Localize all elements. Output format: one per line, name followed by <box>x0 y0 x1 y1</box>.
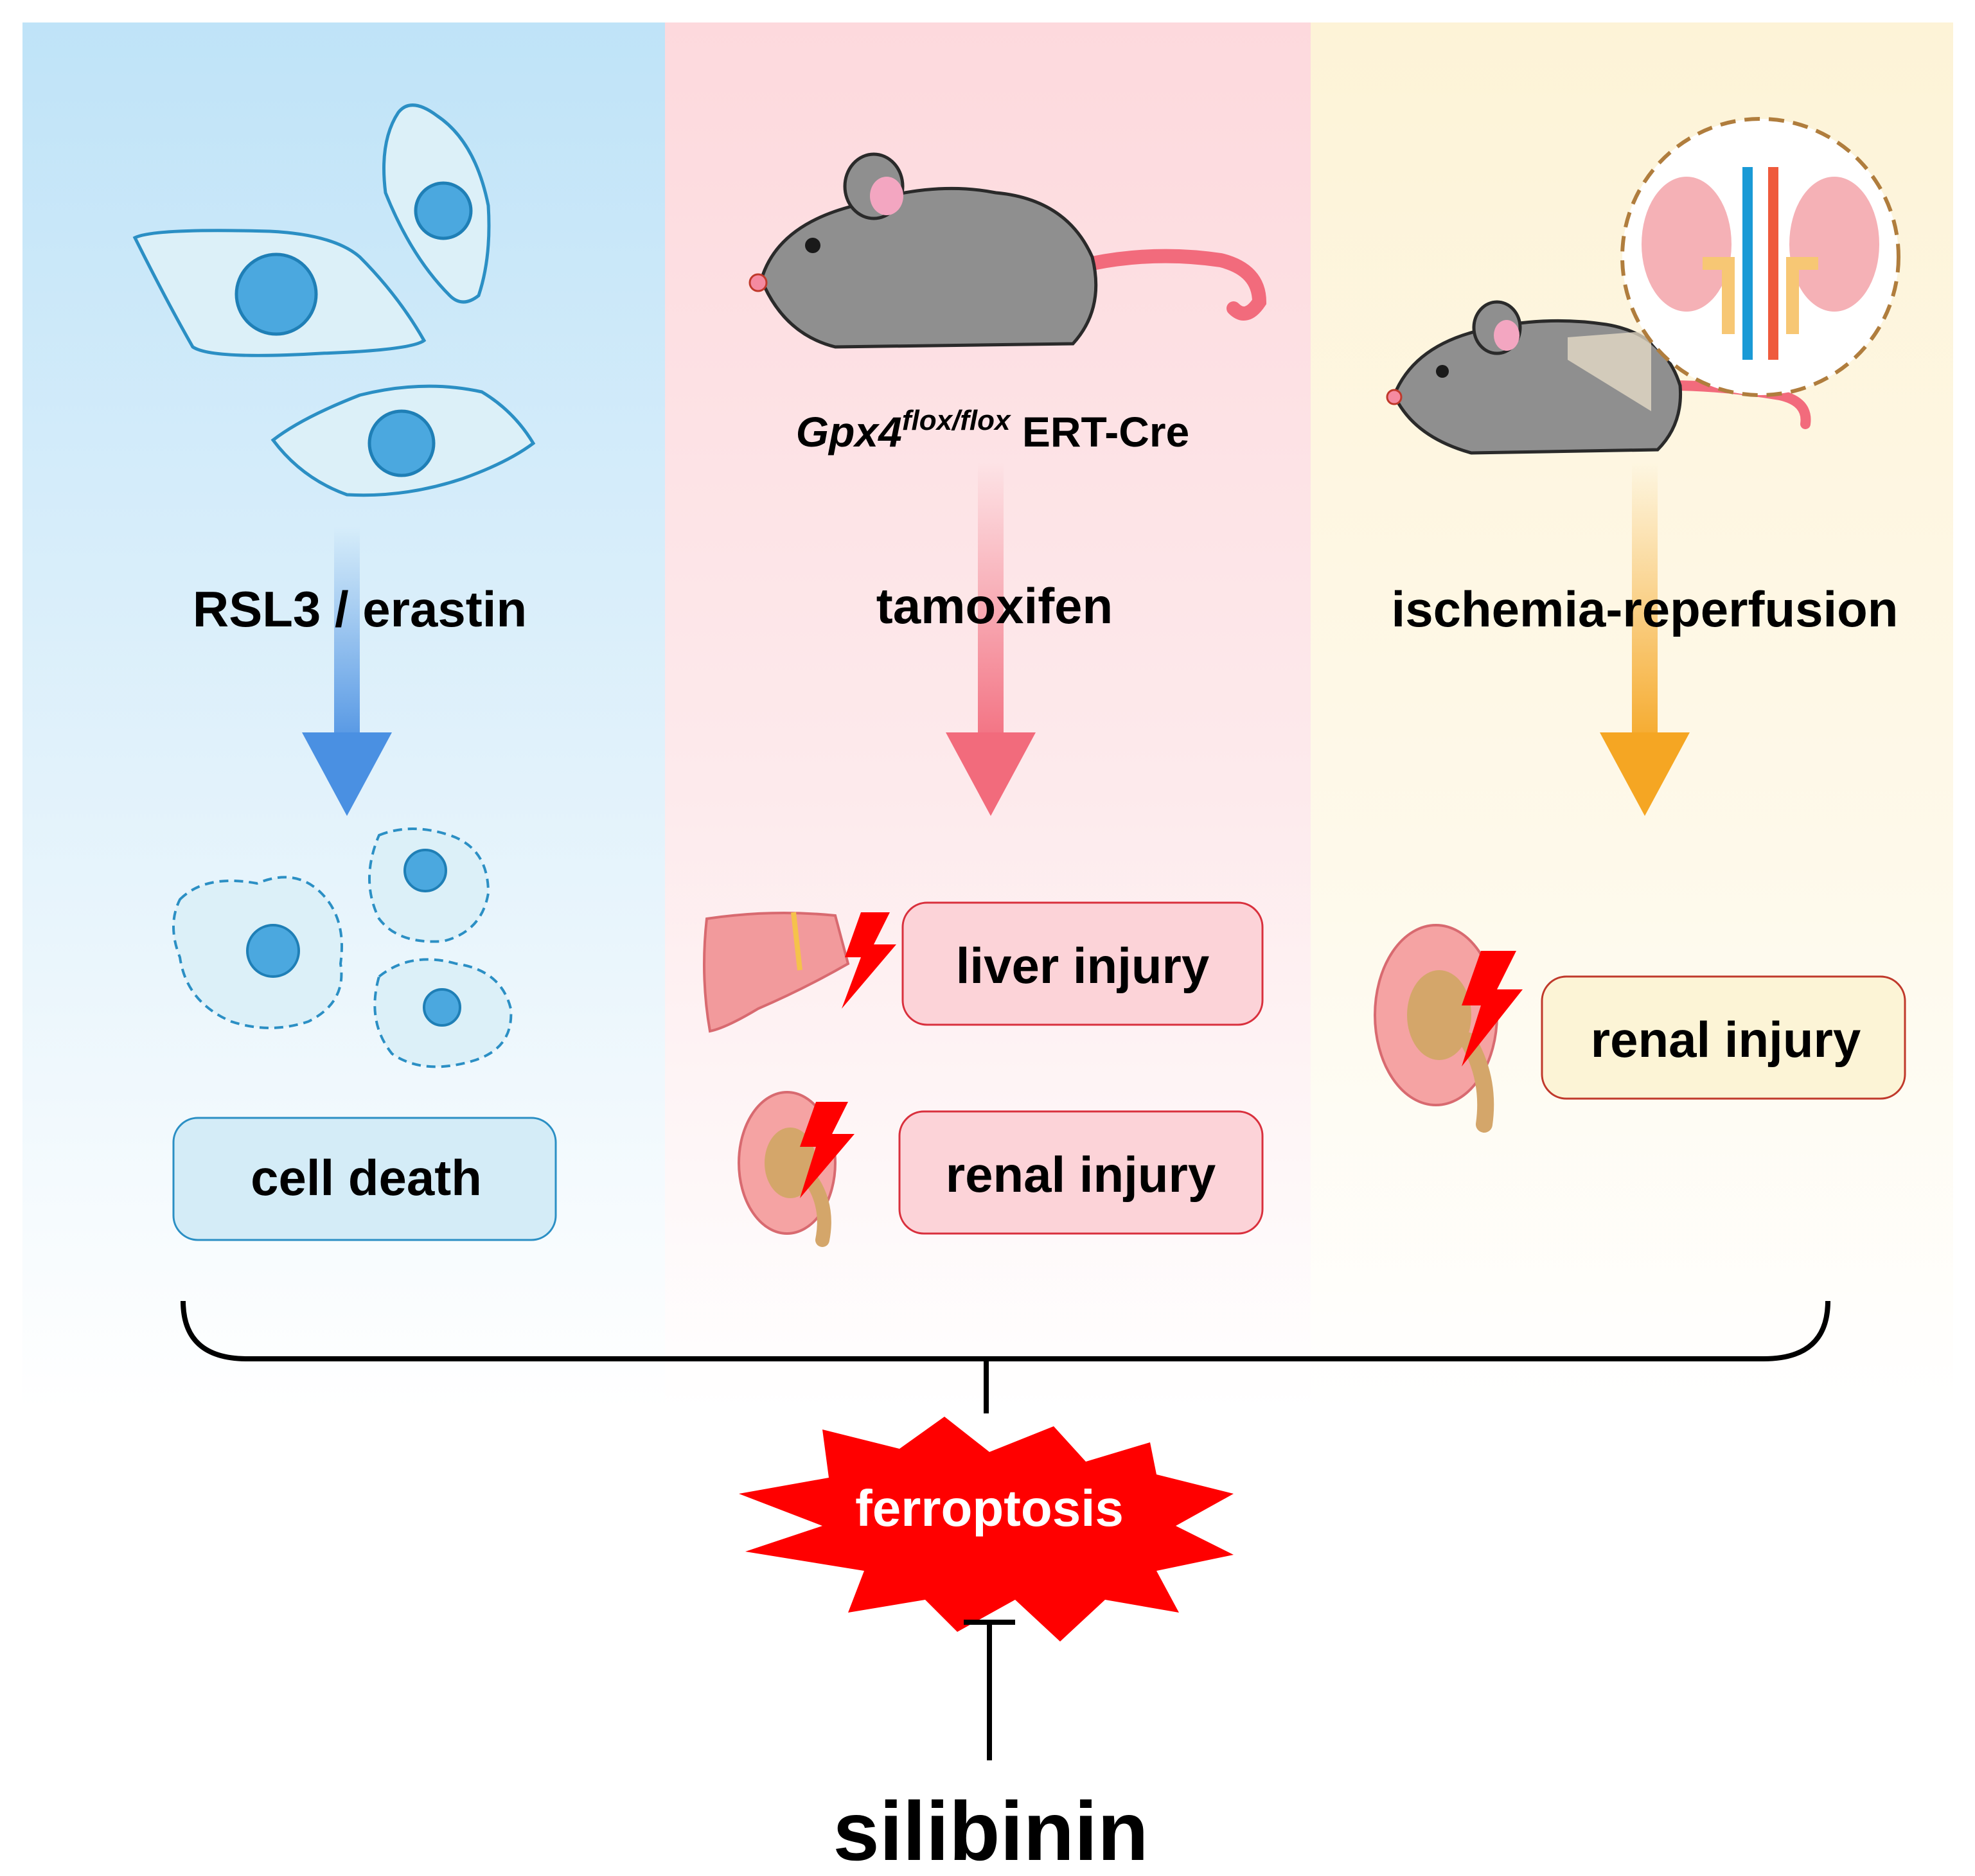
outcome-renal-injury-ir: renal injury <box>1591 1011 1861 1068</box>
lightning-icon <box>842 912 896 1009</box>
dying-cell-nucleus <box>246 924 300 978</box>
mouse-icon <box>748 152 1267 349</box>
lightning-icon <box>1462 951 1523 1066</box>
treatment-tamoxifen: tamoxifen <box>876 578 1113 634</box>
ferroptosis-burst <box>739 1417 1234 1642</box>
summary-bracket <box>181 1300 1830 1361</box>
arrow-ir-shaft <box>1632 463 1658 758</box>
outcome-cell-death: cell death <box>251 1149 482 1206</box>
liver-icon <box>703 912 850 1033</box>
outcome-box-liver-injury <box>901 901 1264 1026</box>
kidney-zoom-circle <box>1620 117 1900 397</box>
treatment-ischemia-reperfusion: ischemia-reperfusion <box>1392 581 1899 637</box>
inhibitor-silibinin: silibinin <box>833 1784 1148 1876</box>
outcome-renal-injury-gpx4: renal injury <box>946 1146 1216 1203</box>
genotype-gpx4: Gpx4flox/flox ERT-Cre <box>796 405 1190 456</box>
dying-cell-nucleus <box>423 988 461 1027</box>
outcome-box-cell-death <box>172 1117 557 1241</box>
arrow-cells-shaft <box>334 527 360 758</box>
outcome-box-renal-injury-ir <box>1541 975 1906 1100</box>
healthy-cells-icon <box>132 103 536 497</box>
zoom-callout <box>1568 331 1651 411</box>
arrow-gpx4-shaft <box>978 463 1004 758</box>
dying-cell-nucleus <box>403 849 447 892</box>
treatment-rsl3-erastin: RSL3 / erastin <box>193 581 527 637</box>
arrow-gpx4-head <box>946 732 1036 816</box>
process-ferroptosis: ferroptosis <box>855 1480 1124 1537</box>
outcome-liver-injury: liver injury <box>956 937 1210 994</box>
lightning-icon <box>800 1102 855 1198</box>
arrow-cells-head <box>302 732 392 816</box>
outcome-box-renal-injury-gpx4 <box>898 1110 1264 1235</box>
arrow-ir-head <box>1600 732 1690 816</box>
